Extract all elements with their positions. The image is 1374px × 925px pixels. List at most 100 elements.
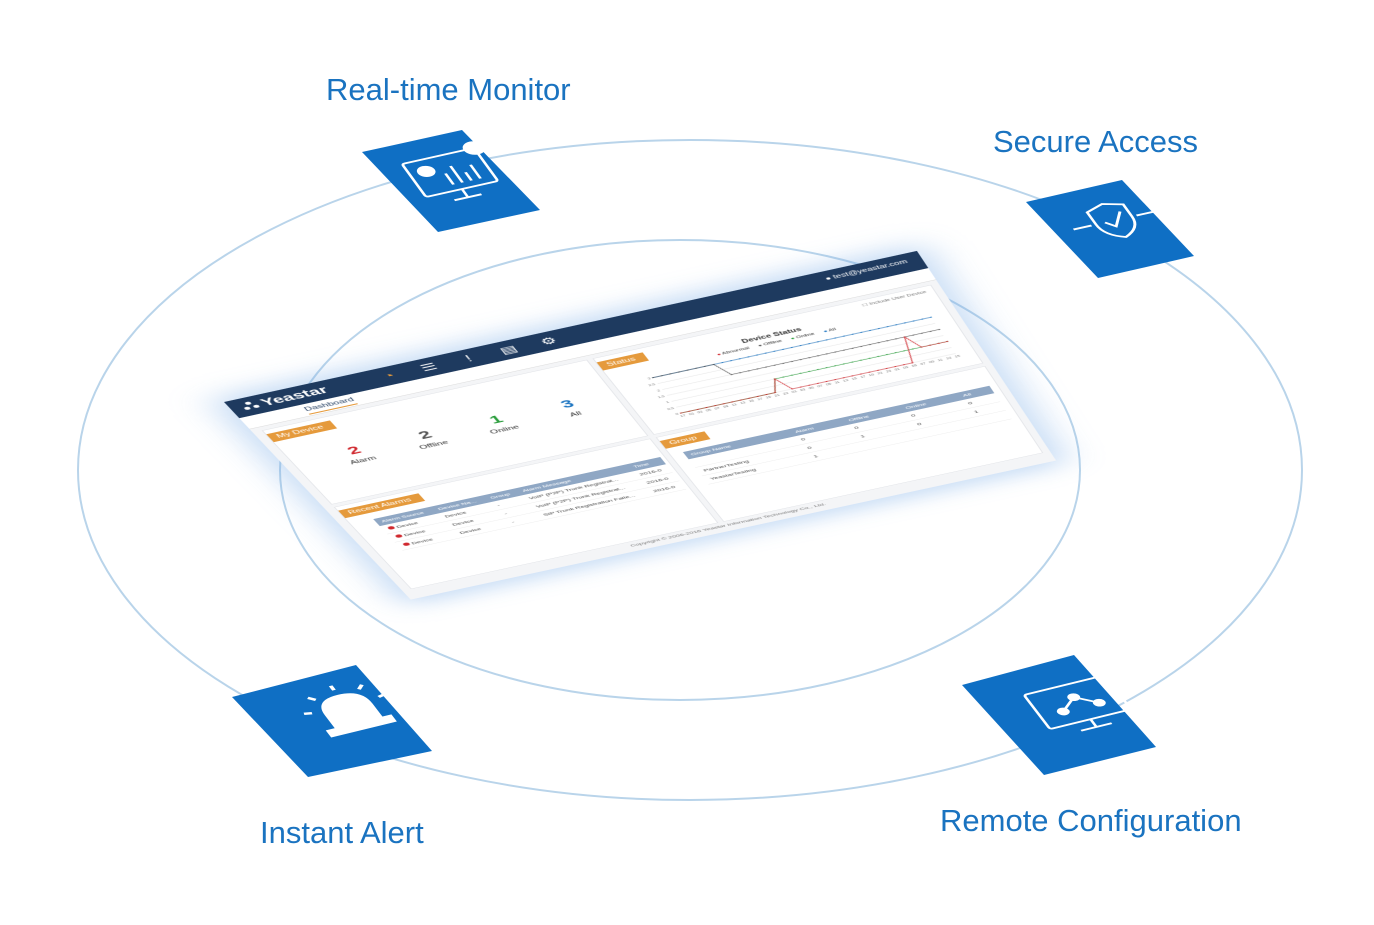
x-tick-label: 23 <box>782 391 790 395</box>
x-tick-label: 17 <box>756 397 764 401</box>
series-point-all <box>860 331 863 334</box>
series-point-offline <box>851 347 854 349</box>
cell-text: 1 <box>812 453 820 459</box>
x-tick-label: 09 <box>722 404 730 408</box>
series-point-all <box>738 358 741 360</box>
x-tick-label: 07 <box>714 406 722 410</box>
series-point-offline <box>808 357 811 359</box>
feature-label-secure-access: Secure Access <box>993 124 1199 159</box>
x-tick-label: 21 <box>877 371 885 375</box>
x-tick-label: 01 <box>894 367 902 371</box>
series-point-all <box>868 329 872 332</box>
series-point-online <box>808 370 811 373</box>
legend-label: All <box>827 327 837 333</box>
cell-text: 0 <box>966 400 974 406</box>
shield-check-icon <box>1026 180 1194 278</box>
top-navbar: Yeastar ◔ ☰ ! ▤ ⚙ ● test@yeastar.com <box>224 250 929 419</box>
series-point-offline <box>747 370 750 372</box>
series-point-all <box>781 348 785 351</box>
user-icon: ● <box>823 275 834 282</box>
series-point-online <box>833 365 837 367</box>
series-point-offline <box>938 328 941 331</box>
feature-label-realtime-monitor: Real-time Monitor <box>326 72 571 107</box>
cell-text: 1 <box>859 433 866 439</box>
alarm-indicator-icon <box>394 533 404 539</box>
y-tick-label: 3 <box>647 377 652 380</box>
dashboard-gauge-icon[interactable]: ◔ <box>379 370 398 382</box>
my-device-title: My Device <box>266 420 338 443</box>
cell-text: 0 <box>915 421 923 427</box>
x-tick-label: 07 <box>920 362 928 366</box>
cell-text: - <box>502 511 509 516</box>
series-point-online <box>842 363 846 365</box>
x-tick-label: 05 <box>911 364 919 368</box>
series-point-offline <box>773 364 776 366</box>
series-point-offline <box>782 362 785 364</box>
series-point-online <box>851 361 854 363</box>
series-point-abnormal <box>937 342 941 345</box>
cell-text: Device <box>410 537 435 546</box>
series-point-all <box>807 343 811 345</box>
x-tick-label: 09 <box>928 360 936 364</box>
gear-icon[interactable]: ⚙ <box>537 334 560 348</box>
x-tick-label: 01 <box>688 412 696 416</box>
alarm-indicator-icon <box>402 542 411 547</box>
x-tick-label: 15 <box>954 354 962 358</box>
series-point-all <box>755 354 759 356</box>
x-tick-label: 19 <box>868 373 876 377</box>
cell-text: Device <box>458 526 483 535</box>
feature-label-remote-configuration: Remote Configuration <box>940 803 1242 838</box>
x-tick-label: 07 <box>817 384 825 388</box>
device-list-icon[interactable]: ☰ <box>417 360 441 374</box>
x-tick-label: 17 <box>859 375 867 379</box>
x-tick-label: 13 <box>739 401 747 405</box>
series-point-online <box>868 357 871 360</box>
series-point-online <box>885 353 889 356</box>
series-point-offline <box>929 330 932 332</box>
stat-all[interactable]: 3 All <box>536 393 605 423</box>
x-tick-label: 05 <box>705 408 713 412</box>
cell-text: - <box>495 503 501 508</box>
series-point-all <box>790 346 794 349</box>
series-point-all <box>729 360 733 362</box>
stat-alarm[interactable]: 2 Alarm <box>322 439 392 469</box>
series-point-offline <box>825 353 828 355</box>
series-point-offline <box>877 341 880 344</box>
x-tick-label: 13 <box>945 356 953 360</box>
brand-logo: Yeastar <box>238 384 332 413</box>
stat-offline[interactable]: 2 Offline <box>393 424 462 454</box>
series-point-online <box>790 374 794 376</box>
series-point-offline <box>790 360 794 363</box>
x-tick-label: 15 <box>851 377 859 381</box>
series-point-all <box>764 352 767 354</box>
stat-online[interactable]: 1 Online <box>465 408 534 438</box>
x-tick-label: 03 <box>799 388 807 392</box>
series-point-abnormal <box>946 340 949 343</box>
alert-icon[interactable]: ! <box>462 353 475 364</box>
x-tick-label: 05 <box>808 386 816 390</box>
series-point-all <box>895 324 898 326</box>
x-tick-label: 11 <box>937 358 944 362</box>
series-point-offline <box>894 338 898 340</box>
legend-item-all: ● All <box>822 327 837 334</box>
x-tick-label: 23 <box>885 369 893 373</box>
log-notes-icon[interactable]: ▤ <box>497 343 521 357</box>
x-tick-label: 11 <box>834 380 841 384</box>
x-tick-label: 17 <box>679 414 687 418</box>
series-point-all <box>747 356 750 358</box>
series-point-online <box>911 348 915 350</box>
y-tick-label: 1 <box>665 400 670 403</box>
series-point-offline <box>912 334 915 336</box>
series-point-online <box>859 359 863 361</box>
series-point-offline <box>764 366 768 368</box>
cell-text: 0 <box>799 436 807 442</box>
x-tick-label: 21 <box>774 393 782 397</box>
series-point-all <box>773 350 776 352</box>
x-tick-label: 01 <box>791 390 799 394</box>
series-point-online <box>894 352 897 354</box>
series-point-online <box>799 372 802 374</box>
series-point-online <box>877 355 880 358</box>
inner-ring <box>279 239 1081 701</box>
